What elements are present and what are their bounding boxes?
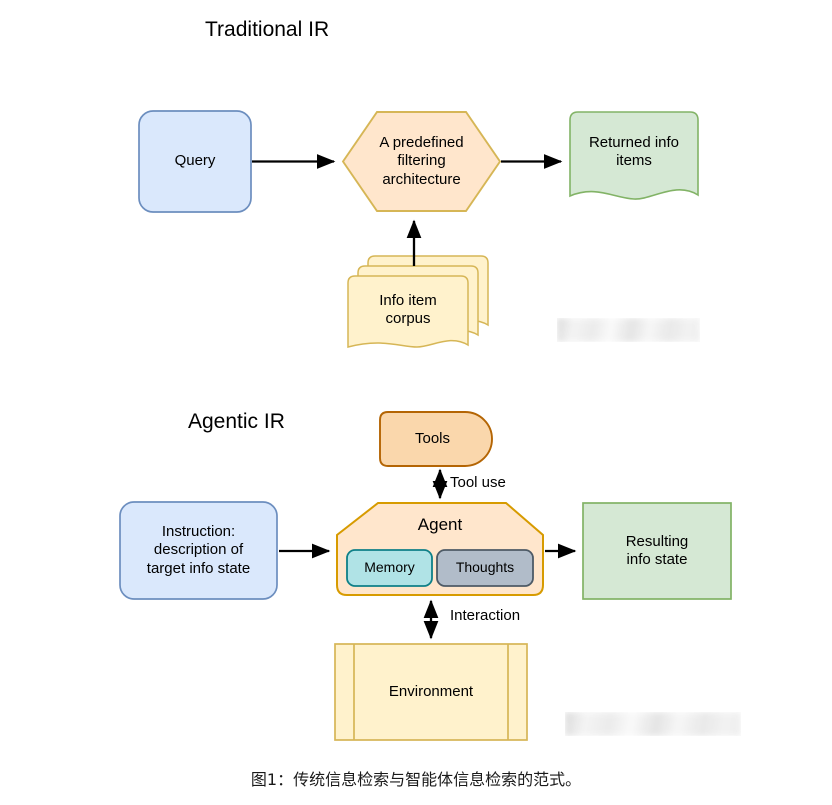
section-title-traditional-ir: Traditional IR	[205, 18, 330, 41]
node-returned-info-items[interactable]	[569, 111, 699, 200]
node-memory[interactable]	[346, 549, 433, 587]
section-title-agentic-ir: Agentic IR	[188, 410, 285, 433]
node-tools[interactable]	[379, 411, 493, 467]
figure-caption: 图1：传统信息检索与智能体信息检索的范式。	[250, 770, 582, 789]
node-query[interactable]	[138, 110, 252, 213]
node-instruction[interactable]	[119, 501, 278, 600]
node-thoughts[interactable]	[436, 549, 534, 587]
edge-label-tool-use: Tool use	[450, 474, 506, 491]
blurred-watermark-bottom	[565, 712, 741, 736]
blurred-watermark-top	[557, 318, 700, 342]
node-filter-architecture[interactable]	[341, 111, 502, 212]
edge-label-interaction: Interaction	[450, 607, 521, 624]
node-environment[interactable]	[334, 643, 528, 741]
node-resulting-info-state[interactable]	[582, 502, 732, 600]
node-info-item-corpus[interactable]	[347, 255, 489, 348]
